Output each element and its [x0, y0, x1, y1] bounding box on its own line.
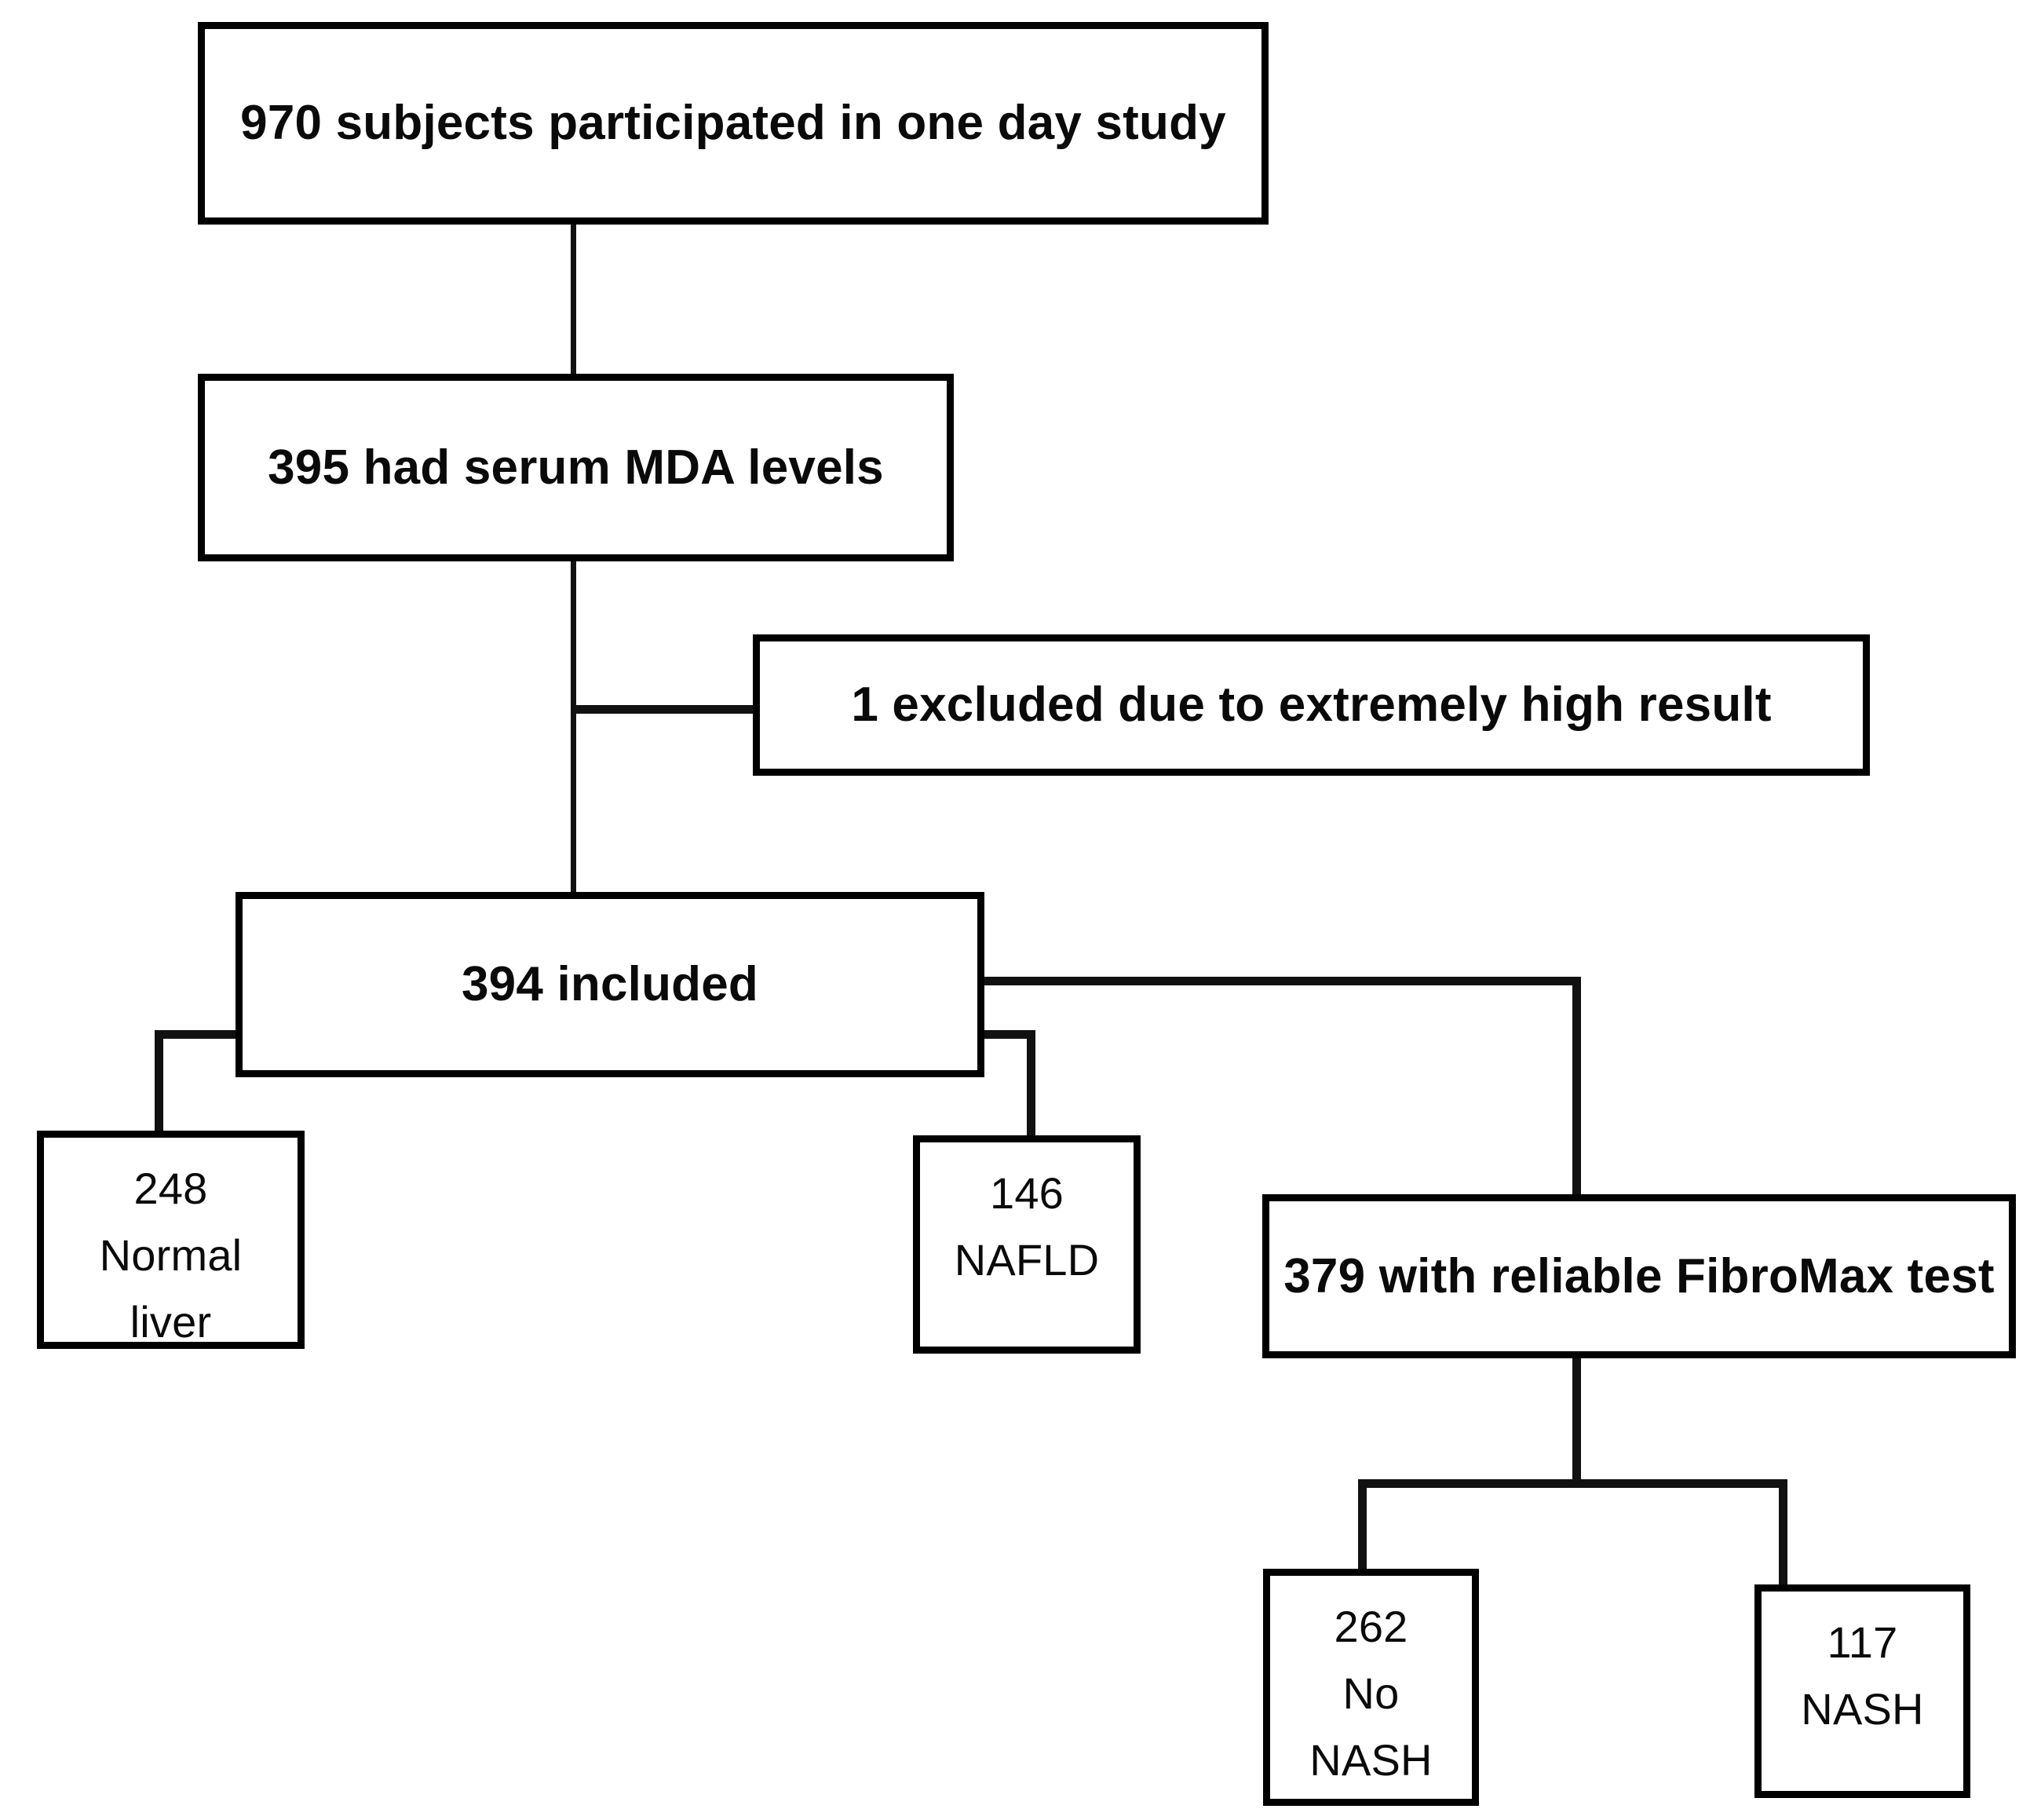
node-normal-liver-label: 248 Normal liver: [99, 1164, 243, 1347]
node-no-nash[interactable]: 262 No NASH: [1263, 1569, 1479, 1806]
node-excluded-high-result[interactable]: 1 excluded due to extremely high result: [753, 634, 1870, 776]
connector-fibromax-to-nash: [1779, 1479, 1787, 1588]
connector-included-to-normal-liver: [155, 1030, 163, 1135]
node-included-label: 394 included: [462, 957, 758, 1012]
node-nash[interactable]: 117 NASH: [1754, 1584, 1970, 1798]
connector-mda-to-excluded: [571, 705, 756, 714]
node-serum-mda-levels[interactable]: 395 had serum MDA levels: [198, 374, 954, 561]
connector-total-to-mda: [571, 225, 576, 375]
connector-mda-trunk: [571, 561, 576, 894]
node-excluded-high-result-label: 1 excluded due to extremely high result: [851, 678, 1772, 733]
connector-included-to-nafld: [1027, 1030, 1035, 1142]
node-nafld[interactable]: 146 NAFLD: [913, 1135, 1141, 1354]
node-reliable-fibromax-test[interactable]: 379 with reliable FibroMax test: [1262, 1194, 2016, 1358]
node-no-nash-label: 262 No NASH: [1309, 1602, 1433, 1785]
node-total-participants-label: 970 subjects participated in one day stu…: [240, 96, 1226, 151]
node-serum-mda-levels-label: 395 had serum MDA levels: [268, 440, 884, 495]
connector-fibromax-to-no-nash: [1358, 1479, 1367, 1572]
node-nash-label: 117 NASH: [1801, 1617, 1924, 1734]
node-normal-liver[interactable]: 248 Normal liver: [37, 1131, 305, 1349]
connector-included-to-fibromax-v: [1572, 977, 1581, 1201]
node-nafld-label: 146 NAFLD: [954, 1168, 1100, 1285]
node-reliable-fibromax-test-label: 379 with reliable FibroMax test: [1283, 1248, 1995, 1303]
node-included[interactable]: 394 included: [236, 892, 984, 1077]
connector-fibromax-split-bar: [1358, 1479, 1786, 1488]
node-total-participants[interactable]: 970 subjects participated in one day stu…: [198, 22, 1269, 225]
connector-fibromax-trunk: [1572, 1358, 1581, 1484]
connector-included-to-fibromax-h: [984, 977, 1581, 985]
